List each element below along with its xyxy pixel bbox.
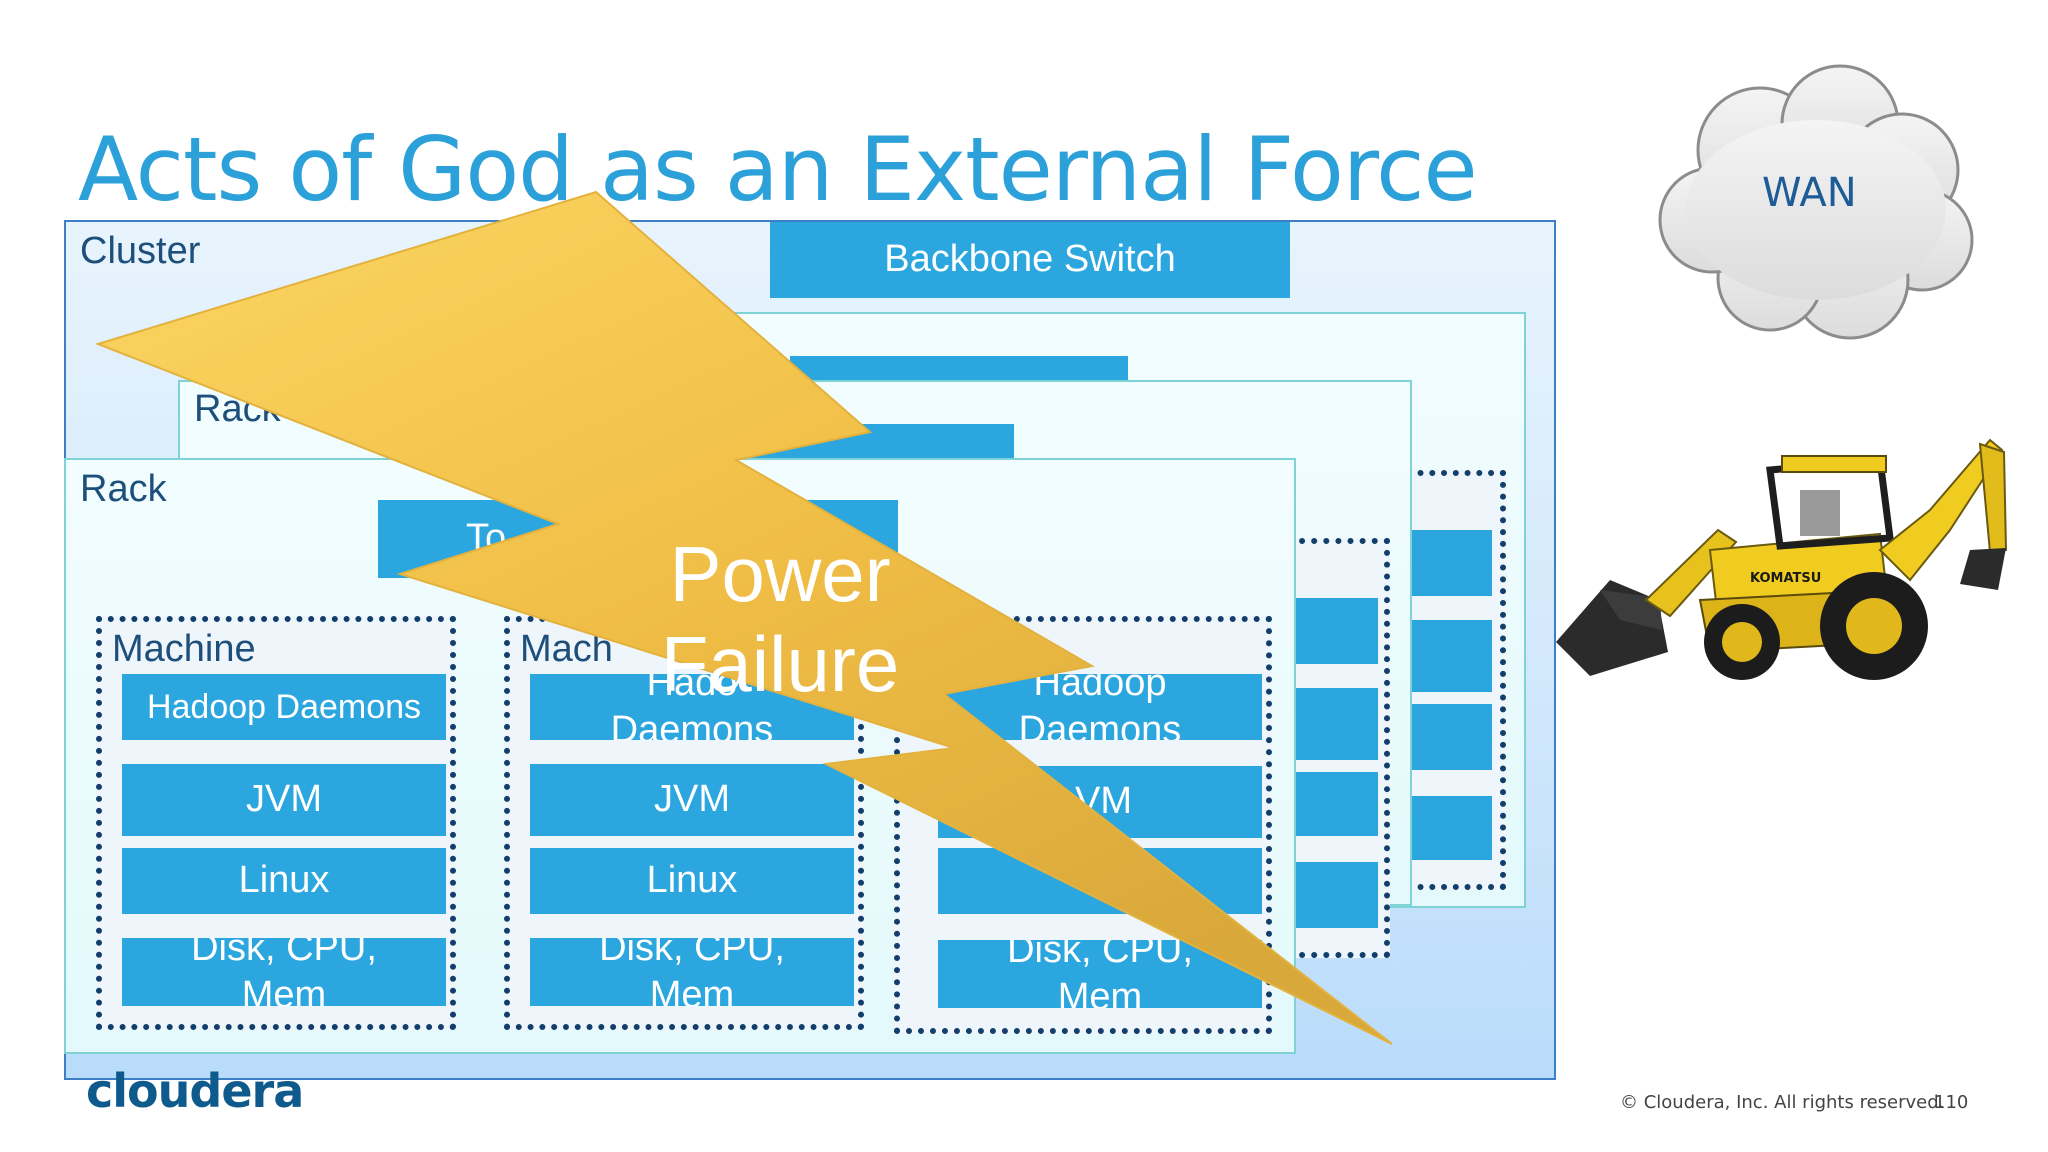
power-label-line1: Power [669, 530, 891, 618]
backhoe-icon: KOMATSU [1556, 438, 2008, 680]
machine-2-jvm: JVM [530, 764, 854, 836]
power-label-line2: Failure [660, 619, 900, 708]
machine-2-linux: Linux [530, 848, 854, 914]
backbone-switch: Backbone Switch [770, 222, 1290, 298]
machine-2-hardware: Disk, CPU, Mem [530, 938, 854, 1006]
page-number: 110 [1934, 1092, 1969, 1113]
slide-title: Acts of God as an External Force [78, 118, 1478, 221]
machine-3-hadoop-daemons: Hadoop Daemons [938, 674, 1262, 740]
machine-1-jvm: JVM [122, 764, 446, 836]
cloud-icon [1658, 64, 1974, 340]
power-failure-label: Power Failure [612, 530, 948, 709]
rack-back-switch [790, 356, 1128, 382]
cluster-label: Cluster [80, 230, 201, 272]
wan-label: WAN [1762, 170, 1857, 216]
copyright-text: © Cloudera, Inc. All rights reserved. [1620, 1092, 1945, 1113]
machine-1-hadoop-daemons: Hadoop Daemons [122, 674, 446, 740]
machine-1-hardware: Disk, CPU, Mem [122, 938, 446, 1006]
machine-3-hardware: Disk, CPU, Mem [938, 940, 1262, 1008]
machine-1-label: Machine [112, 628, 256, 670]
cloudera-logo: cloudera [86, 1064, 304, 1118]
machine-1-linux: Linux [122, 848, 446, 914]
backhoe-brand: KOMATSU [1750, 571, 1821, 586]
rack-front-label: Rack [80, 468, 167, 510]
